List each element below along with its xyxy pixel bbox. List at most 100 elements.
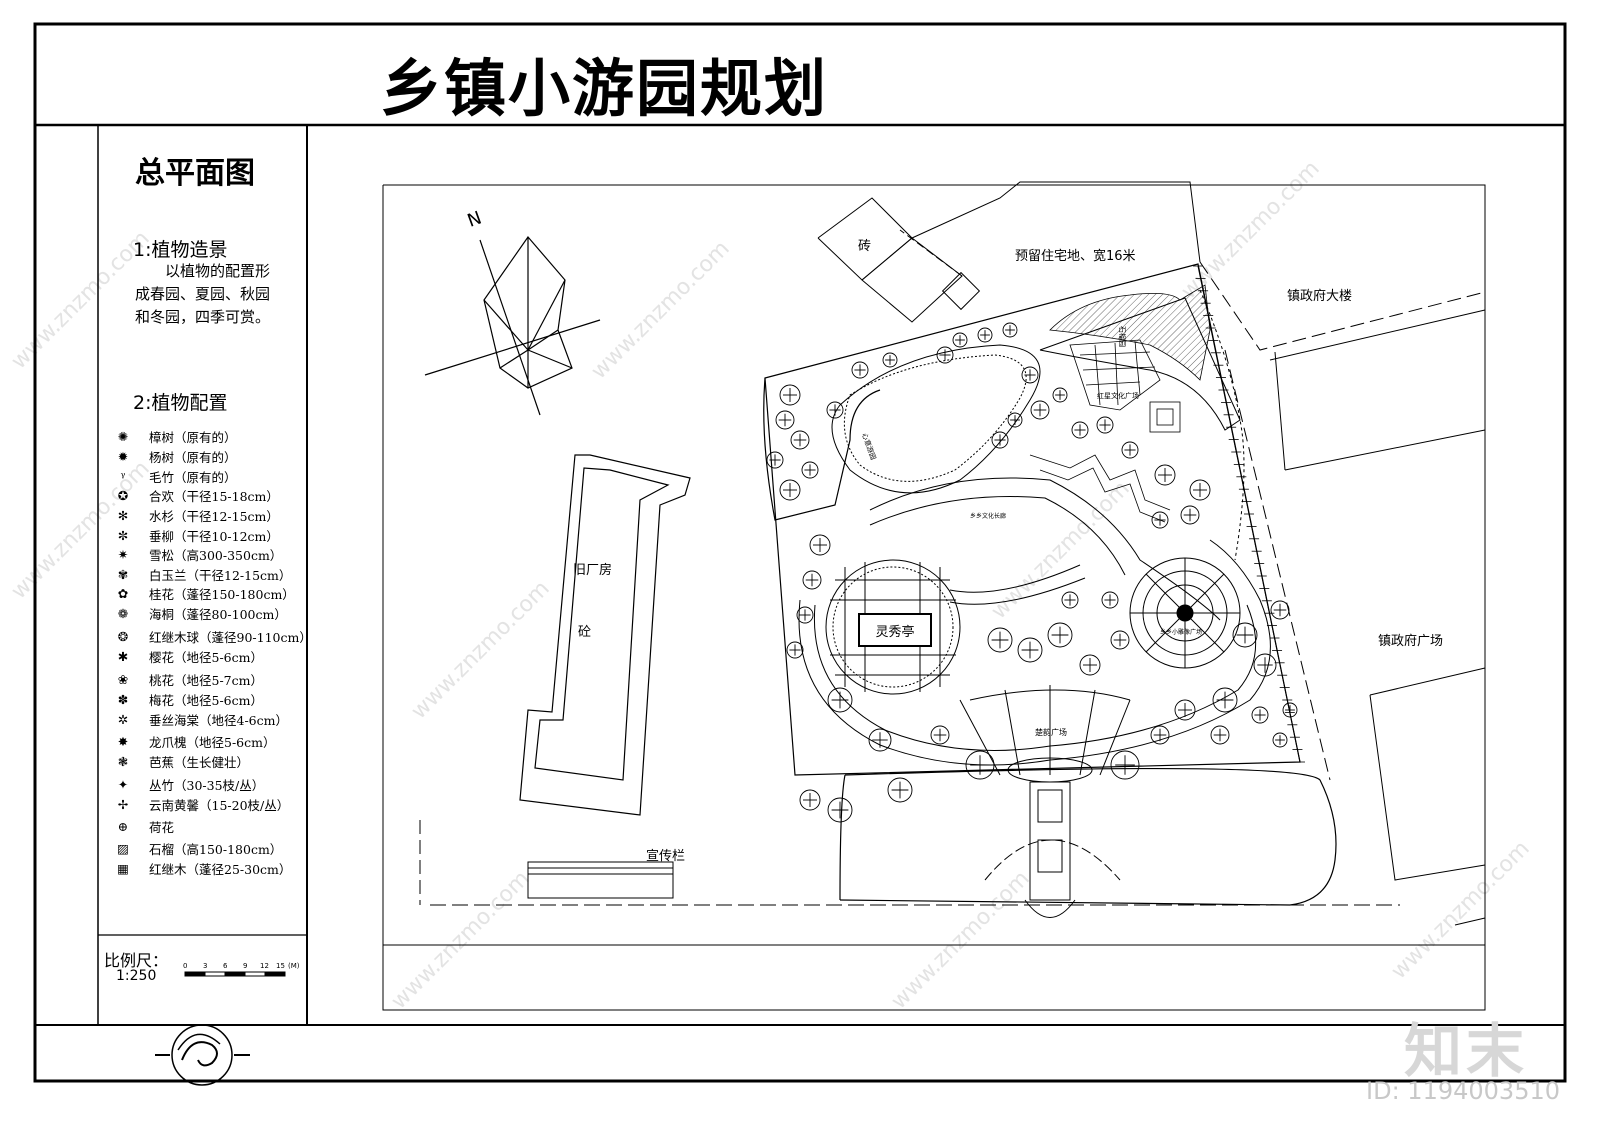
legend-item: ✸龙爪槐（地径5-6cm） [113, 731, 276, 751]
scale-ratio: 1:250 [116, 968, 157, 984]
legend-label: 丛竹（30-35枝/丛） [149, 777, 265, 793]
scale-label: 比例尺： [104, 951, 169, 970]
tree-symbol [1272, 732, 1288, 748]
legend-item: ✹杨树（原有的） [113, 446, 237, 466]
tree-symbol [1150, 725, 1170, 745]
watermark-site: www.znzmo.com [987, 476, 1135, 624]
legend-item: ✱ 樱花（地径5-6cm） [113, 646, 263, 666]
legend-label: 毛竹（原有的） [149, 469, 237, 485]
map-label-gov-plaza: 镇政府广场 [1378, 634, 1443, 649]
legend-item: ✦丛竹（30-35枝/丛） [113, 774, 265, 794]
tree-symbol [1110, 630, 1130, 650]
reserved-land [817, 181, 1201, 323]
section-heading-plant-config: 2:植物配置 [133, 392, 228, 414]
loropetalum-ball-icon: ❂ [117, 628, 129, 644]
legend-item: ❁海桐（蓬径80-100cm） [113, 603, 287, 623]
tree-symbol [887, 777, 913, 803]
legend-item: ▨石榴（高150-180cm） [113, 838, 282, 858]
magnolia-icon: ✾ [117, 566, 129, 582]
rockery-hatch [1049, 284, 1211, 381]
tree-symbol [826, 401, 844, 419]
watermark-site: www.znzmo.com [1387, 836, 1535, 984]
tree-symbol [1079, 654, 1101, 676]
tree-symbol [1071, 421, 1089, 439]
drawing-title: 乡镇小游园规划 [380, 52, 829, 125]
poplar-icon: ✹ [117, 448, 129, 464]
logo-mark [155, 1024, 250, 1086]
cherry-icon: ✱ [117, 648, 129, 664]
legend-item: ❀桃花（地径5-7cm） [113, 669, 263, 689]
paved-area [1029, 339, 1181, 523]
tree-symbol [1270, 600, 1290, 620]
watermark-site: www.znzmo.com [1177, 156, 1325, 304]
tree-symbol [991, 431, 1009, 449]
map-label-reserved: 预留住宅地、宽16米 [1015, 248, 1136, 264]
tree-symbol [796, 606, 814, 624]
tree-symbol [799, 789, 821, 811]
pomegranate-icon: ▨ [117, 840, 129, 856]
zhang-tree-icon: ✺ [117, 428, 129, 444]
tree-symbol [779, 384, 801, 406]
legend-item: ✷雪松（高300-350cm） [113, 544, 283, 564]
tree-symbol [1212, 687, 1238, 713]
tree-symbol [965, 750, 995, 780]
tree-symbols [766, 322, 1298, 823]
legend-item: ✺ 樟树（原有的） [113, 426, 237, 446]
map-label-front-plaza: 楚韵广场 [1035, 727, 1067, 737]
tree-symbol [1110, 750, 1140, 780]
legend-item: ❃芭蕉（生长健壮） [113, 751, 249, 771]
plan-title: 总平面图 [135, 156, 255, 191]
map-label-bulletin: 宣传栏 [646, 848, 685, 864]
tree-symbol [1282, 702, 1298, 718]
tree-symbol [809, 534, 831, 556]
watermark-site: www.znzmo.com [887, 866, 1035, 1014]
front-plaza [959, 685, 1131, 918]
tree-symbol [1251, 706, 1269, 724]
tree-symbol [930, 725, 950, 745]
plum-icon: ✽ [117, 691, 129, 707]
tree-symbol [779, 479, 801, 501]
scale-tick: 12 [260, 962, 269, 970]
legend-label: 梅花（地径5-6cm） [149, 692, 263, 708]
site-boundary [382, 184, 1486, 1011]
osmanthus-icon: ✿ [117, 585, 129, 601]
metasequoia-icon: ✻ [117, 507, 129, 523]
tree-symbol [882, 352, 898, 368]
map-label-concrete: 砼 [578, 625, 591, 640]
scale-tick: 6 [223, 962, 228, 970]
watermark-site: www.znzmo.com [587, 236, 735, 384]
map-label-gov-building: 镇政府大楼 [1287, 289, 1352, 304]
legend-label: 红继木球（蓬径90-110cm） [149, 629, 312, 645]
scale-tick: 9 [243, 962, 247, 970]
tree-symbol [801, 461, 819, 479]
watermark-brand: 知末 [1403, 1017, 1528, 1085]
willow-icon: ✼ [117, 527, 129, 543]
tree-symbol [952, 332, 968, 348]
tree-symbol [1052, 387, 1068, 403]
legend-item: ✼垂柳（干径10-12cm） [113, 525, 279, 545]
tree-symbol [1007, 412, 1023, 428]
tree-symbol [1121, 441, 1139, 459]
pittosporum-icon: ❁ [117, 605, 129, 621]
legend-item: ✽ 梅花（地径5-6cm） [113, 689, 263, 709]
hedge-ticks [1193, 265, 1305, 763]
scale-tick: 3 [203, 962, 207, 970]
legend-item: ✿ 桂花（蓬径150-180cm） [113, 583, 295, 603]
crabapple-icon: ✲ [117, 711, 129, 727]
watermark-site: www.znzmo.com [387, 866, 535, 1014]
tree-symbol [775, 410, 795, 430]
tree-symbol [1189, 479, 1211, 501]
legend-label: 桂花（蓬径150-180cm） [149, 586, 295, 602]
tree-symbol [851, 361, 869, 379]
pavilion-label: 灵秀亭 [875, 624, 915, 640]
legend-label: 水杉（干径12-15cm） [149, 508, 279, 524]
legend-label: 樟树（原有的） [149, 429, 237, 445]
tree-symbol [1030, 400, 1050, 420]
sculpture-plaza [1129, 557, 1241, 669]
tree-symbol [1002, 322, 1018, 338]
legend-label: 樱花（地径5-6cm） [149, 649, 263, 665]
map-label-fountain: 喷泉 [1178, 606, 1190, 614]
cedar-icon: ✷ [117, 546, 129, 562]
